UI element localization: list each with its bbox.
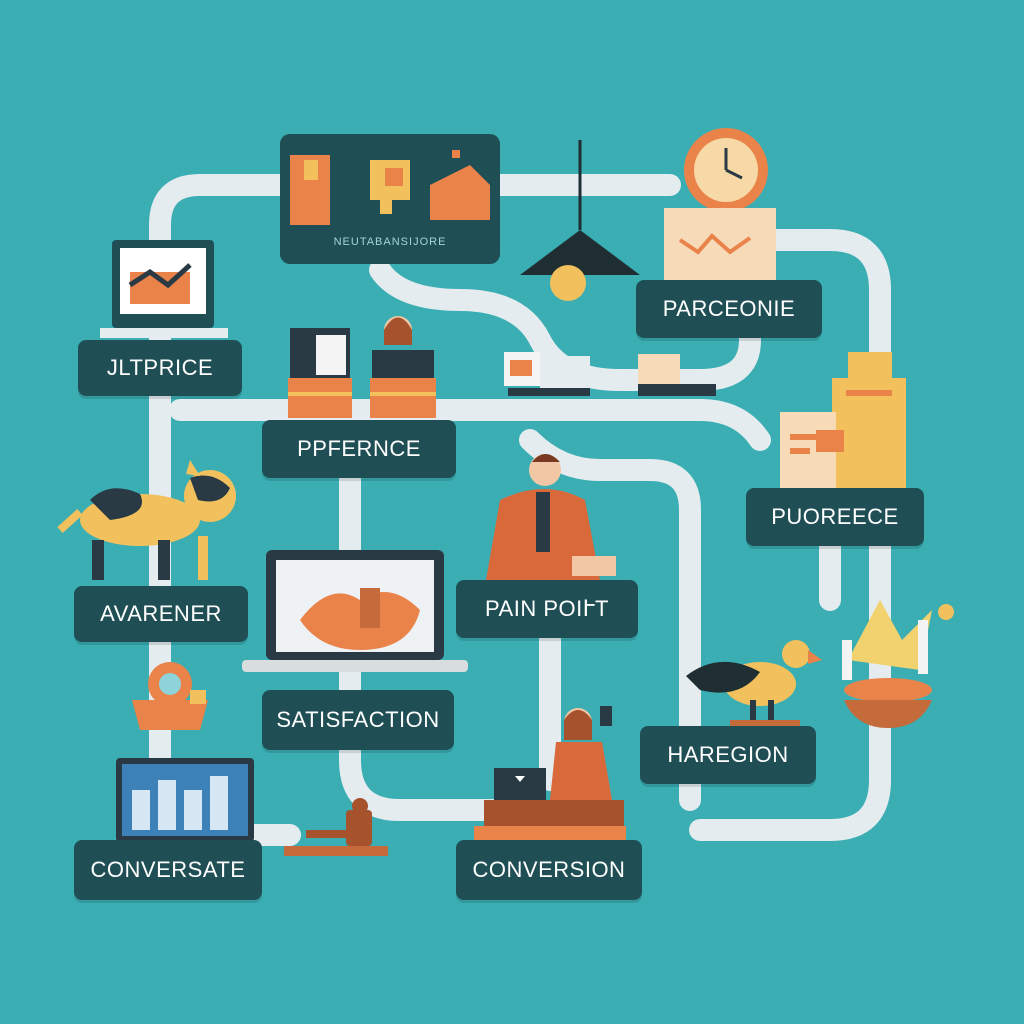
businessman-icon — [486, 454, 616, 580]
woman-phone-icon — [474, 706, 626, 840]
label-parceonie: PARCEONIE — [636, 280, 822, 338]
label-avarener: AVARENER — [74, 586, 248, 642]
laptop-chart-icon — [100, 240, 228, 338]
dog-icon — [57, 460, 236, 580]
top-card — [280, 134, 500, 264]
shop-box-icon — [664, 208, 776, 280]
pendant-lamp-icon — [520, 140, 640, 301]
label-conversion: CONVERSION — [456, 840, 642, 900]
label-pferernce: PPFERNCE — [262, 420, 456, 478]
label-puoreece: PUOREECE — [746, 488, 924, 546]
desk-workers-icon — [288, 316, 436, 418]
gavel-icon — [284, 798, 388, 856]
label-satisfaction: SATISFACTION — [262, 690, 454, 750]
clock-icon — [684, 128, 768, 212]
label-pain-point: PAIN POIՒT — [456, 580, 638, 638]
bird-icon — [686, 640, 822, 726]
top-card-caption: NEUTABANSIJORE — [333, 236, 447, 248]
robot-icon — [132, 662, 208, 730]
bar-chart-icon — [116, 758, 254, 842]
cash-machine-icon — [638, 354, 716, 396]
documents-icon — [780, 352, 906, 488]
label-conversate: CONVERSATE — [74, 840, 262, 900]
label-haregion: HAREGION — [640, 726, 816, 784]
register-icon — [504, 352, 590, 396]
laptop-map-icon — [242, 550, 468, 672]
label-jltprice: JLTPRICE — [78, 340, 242, 396]
crown-icon — [842, 600, 954, 728]
